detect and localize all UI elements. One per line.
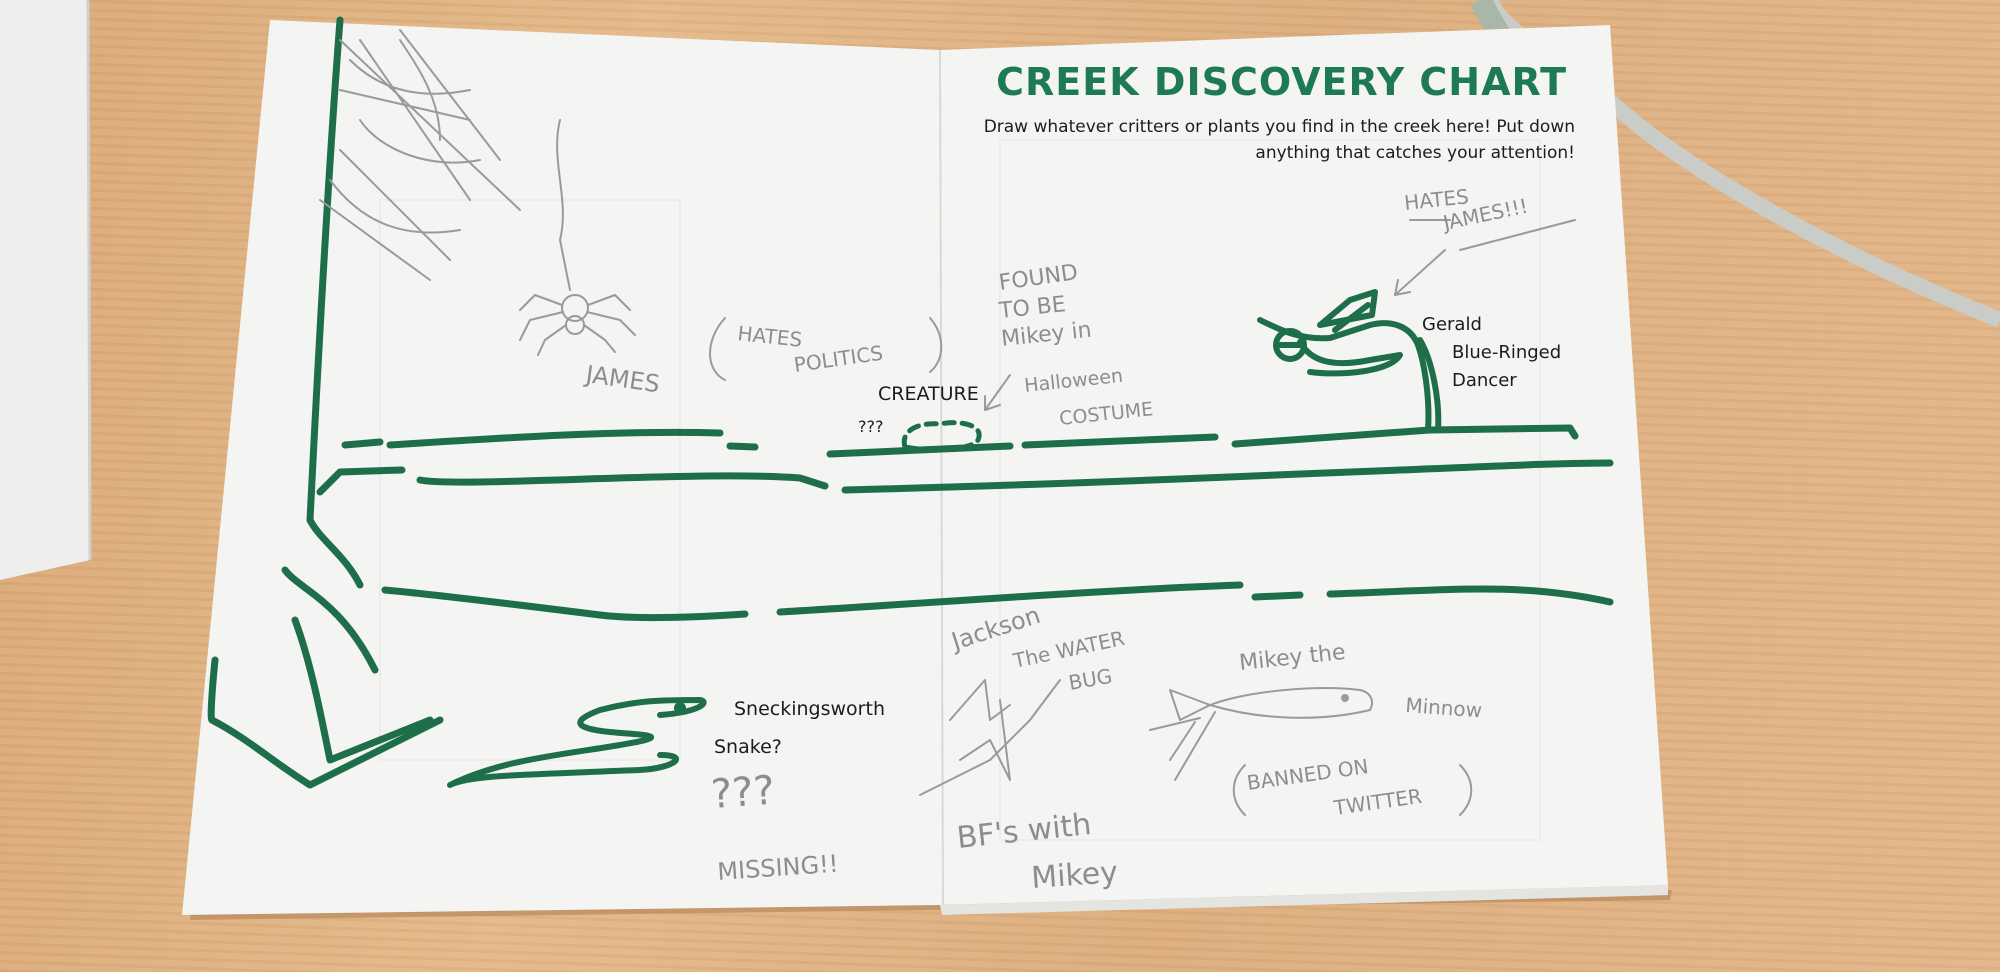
pencil-brackets-arrows [709, 219, 1576, 816]
page-title: CREEK DISCOVERY CHART [996, 60, 1567, 104]
cable-end [1470, 0, 1510, 41]
creature-label: CREATURE [878, 383, 979, 405]
dancer-label: Dancer [1452, 370, 1517, 391]
note-mikey: Mikey [1030, 855, 1119, 896]
gerald-label: Gerald [1422, 314, 1482, 335]
paper-stack-edge [86, 0, 92, 561]
sneckingsworth-label: Sneckingsworth [734, 698, 885, 720]
instructions-line-2: anything that catches your attention! [1255, 143, 1575, 163]
creature-question-label: ??? [858, 417, 883, 436]
note-minnow: Minnow [1405, 693, 1483, 722]
blue-ringed-label: Blue-Ringed [1452, 342, 1561, 363]
snake-label: Snake? [714, 736, 782, 758]
dragonfly-drawing [1257, 289, 1442, 433]
page-edges [940, 885, 1668, 915]
instructions-line-1: Draw whatever critters or plants you fin… [984, 117, 1575, 137]
note-question-marks: ??? [709, 768, 776, 818]
creature-dashed-outline [901, 420, 982, 453]
minnow-drawing [1149, 687, 1373, 781]
spider-drawing [519, 294, 636, 356]
creek-bank-lines [207, 16, 1614, 789]
water-bug-drawing [919, 679, 1061, 796]
booklet-spine [939, 49, 944, 906]
snake-drawing [447, 697, 707, 788]
booklet-pages [182, 20, 1668, 915]
paper-stack [0, 0, 90, 580]
spider-web-drawing [319, 29, 571, 291]
